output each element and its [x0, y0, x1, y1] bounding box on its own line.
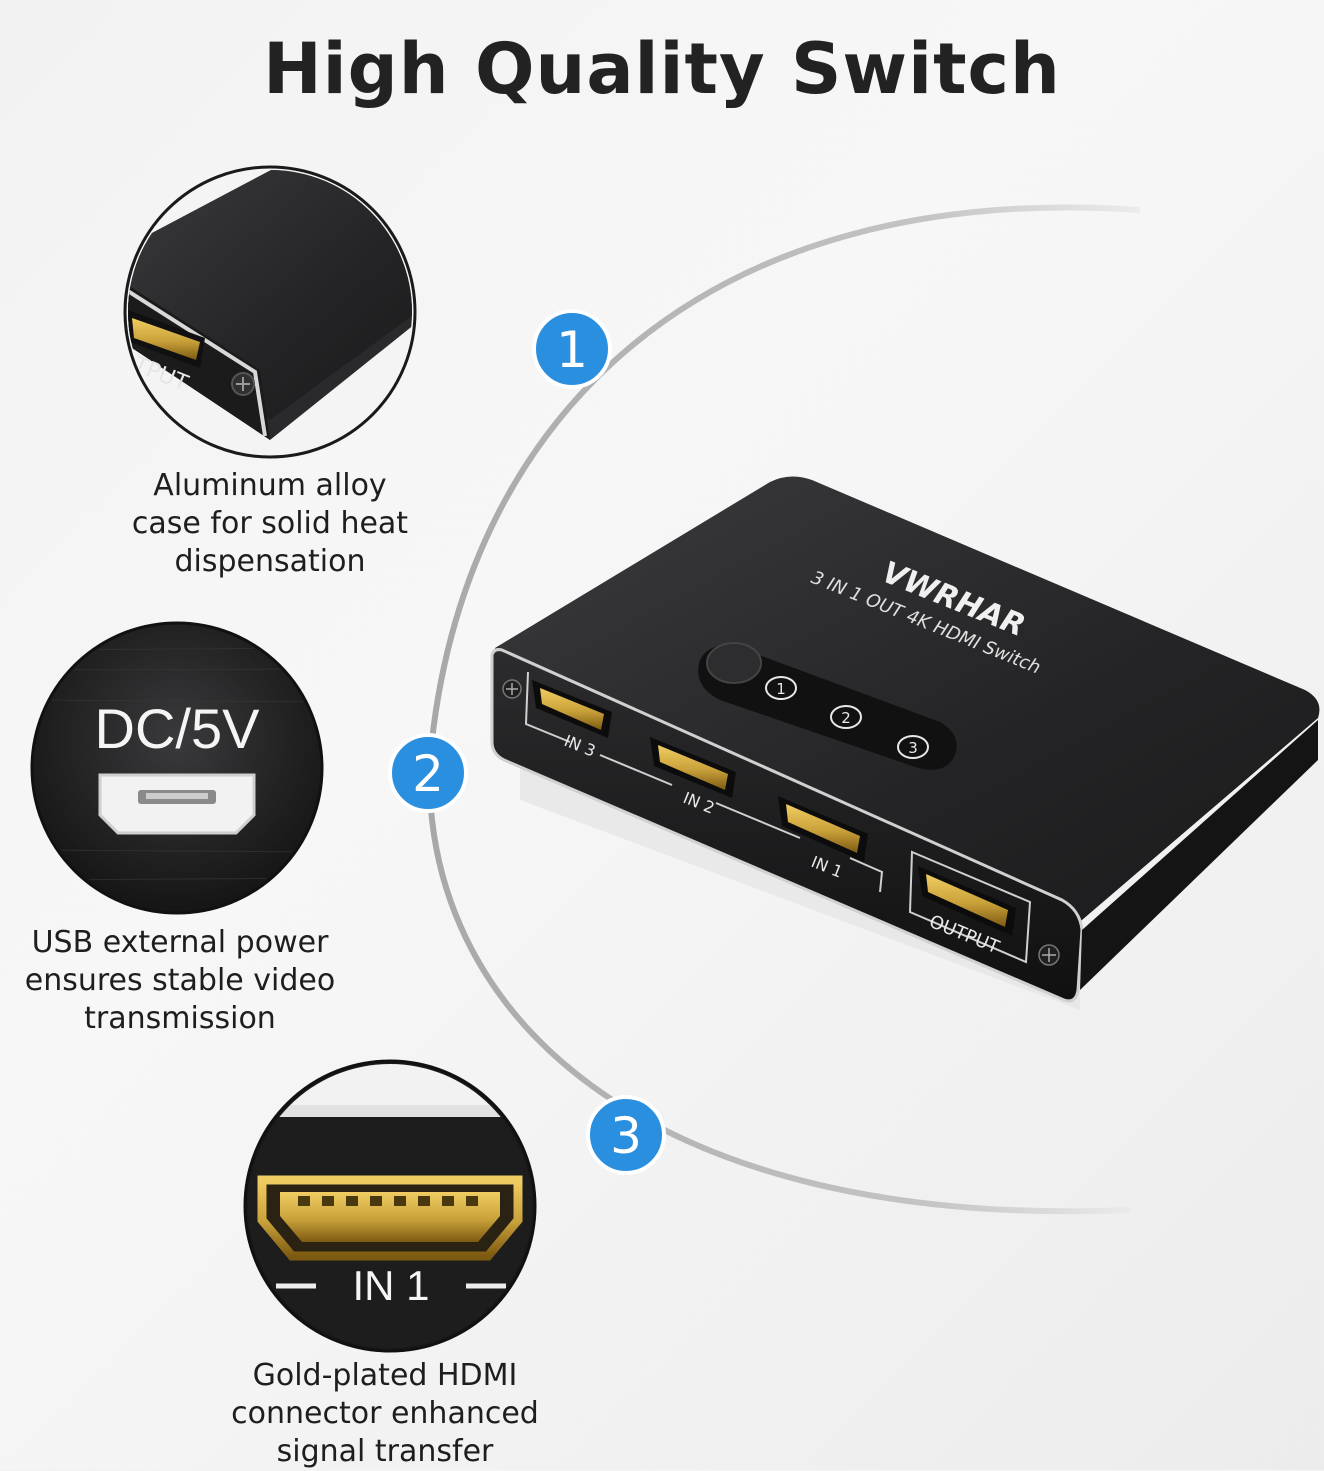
detail-in1-label: IN 1: [352, 1262, 429, 1309]
badge-3: 3: [586, 1095, 666, 1175]
switch-top-face: [492, 476, 1320, 927]
caption-hdmi: Gold-plated HDMI connector enhanced sign…: [200, 1357, 570, 1471]
caption-power-line: transmission: [84, 1001, 276, 1036]
indicator-2: 2: [830, 705, 862, 729]
control-panel: [698, 645, 957, 770]
select-button[interactable]: [706, 642, 762, 684]
caption-case-line: dispensation: [174, 544, 366, 579]
caption-case-line: Aluminum alloy: [153, 468, 387, 503]
dc-5v-label: DC/5V: [95, 697, 261, 760]
screw-right-icon: [1038, 944, 1060, 966]
caption-power-line: ensures stable video: [24, 963, 336, 998]
screw-left-icon: [502, 679, 522, 699]
detail-circle-power: DC/5V: [30, 621, 324, 915]
badge-2: 2: [388, 733, 468, 813]
caption-hdmi-line: Gold-plated HDMI: [252, 1358, 518, 1393]
port-in2: IN 2: [650, 737, 736, 818]
page-title: High Quality Switch: [263, 28, 1061, 110]
indicator-3: 3: [897, 735, 929, 759]
caption-hdmi-line: connector enhanced: [231, 1396, 539, 1431]
badge-3-number: 3: [610, 1107, 642, 1165]
badge-2-number: 2: [412, 745, 444, 803]
detail-circle-hdmi: IN 1: [243, 1059, 537, 1353]
badge-1: 1: [532, 309, 612, 389]
caption-power-line: USB external power: [31, 925, 329, 960]
indicator-1: 1: [765, 676, 797, 700]
svg-text:1: 1: [776, 680, 786, 698]
caption-hdmi-line: signal transfer: [276, 1434, 494, 1469]
caption-power: USB external power ensures stable video …: [0, 924, 360, 1038]
hdmi-switch-product: VWRHAR 3 IN 1 OUT 4K HDMI Switch 1 2 3 I…: [490, 476, 1320, 1010]
badge-1-number: 1: [556, 321, 588, 379]
caption-case-line: case for solid heat: [131, 506, 409, 541]
svg-text:2: 2: [841, 709, 851, 727]
svg-text:3: 3: [908, 739, 918, 757]
detail-circle-case: TPUT: [123, 165, 417, 459]
caption-case: Aluminum alloy case for solid heat dispe…: [90, 467, 450, 581]
